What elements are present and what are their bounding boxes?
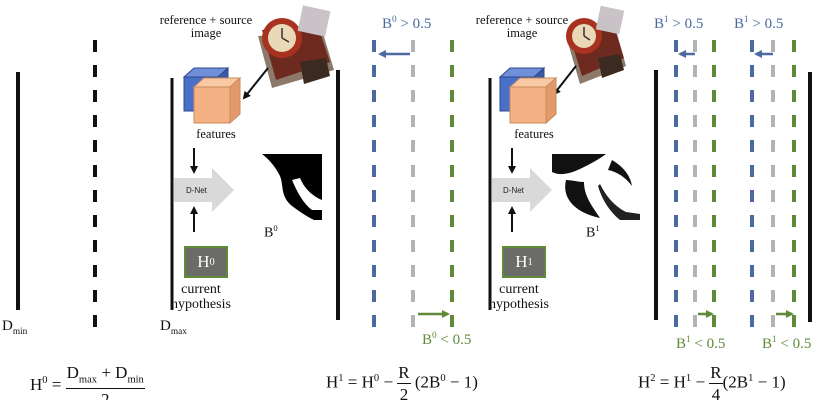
equation-h2: H2 = H1 − R 4 (2B1 − 1) [638, 364, 786, 400]
arrow-block-icon [174, 168, 234, 212]
condition-b0-less: B0 < 0.5 [422, 331, 472, 348]
equation-h2-fraction: R 4 [709, 363, 723, 400]
b1-caption: B1 [586, 223, 600, 241]
condition-b1-greater-a: B1 > 0.5 [654, 15, 704, 32]
arrow-block-icon [492, 168, 552, 212]
dnet-label-1: D-Net [186, 186, 207, 195]
photo-thumbnail-icon [566, 5, 626, 84]
photo-thumbnail-icon [258, 5, 334, 88]
binary-mask-icon [552, 154, 640, 220]
condition-b0-greater: B0 > 0.5 [382, 15, 432, 32]
cube-icon [498, 66, 558, 125]
features-label-1: features [196, 127, 236, 141]
condition-b1-less-b: B1 < 0.5 [762, 335, 812, 352]
equation-h0-fraction: Dmax + Dmin 2 [65, 363, 145, 400]
image-to-features-arrow-1 [242, 67, 269, 100]
equation-h1: H1 = H0 − R 2 (2B0 − 1) [326, 364, 478, 400]
condition-b1-greater-b: B1 > 0.5 [734, 15, 784, 32]
cube-icon [182, 66, 242, 125]
b0-caption: B0 [264, 223, 278, 241]
dnet-label-2: D-Net [503, 186, 524, 195]
dmax-label: Dmax [160, 318, 187, 337]
features-label-2: features [514, 127, 554, 141]
reference-source-label-2: reference + source image [475, 13, 569, 40]
equation-h0: H0 = Dmax + Dmin 2 [30, 364, 145, 400]
condition-b1-less-a: B1 < 0.5 [676, 335, 726, 352]
dmin-label: Dmin [2, 318, 28, 337]
image-to-features-arrow-2 [552, 65, 577, 96]
equation-h1-fraction: R 2 [397, 363, 411, 400]
binary-mask-icon [234, 154, 322, 220]
reference-source-label-1: reference + source image [159, 13, 253, 40]
